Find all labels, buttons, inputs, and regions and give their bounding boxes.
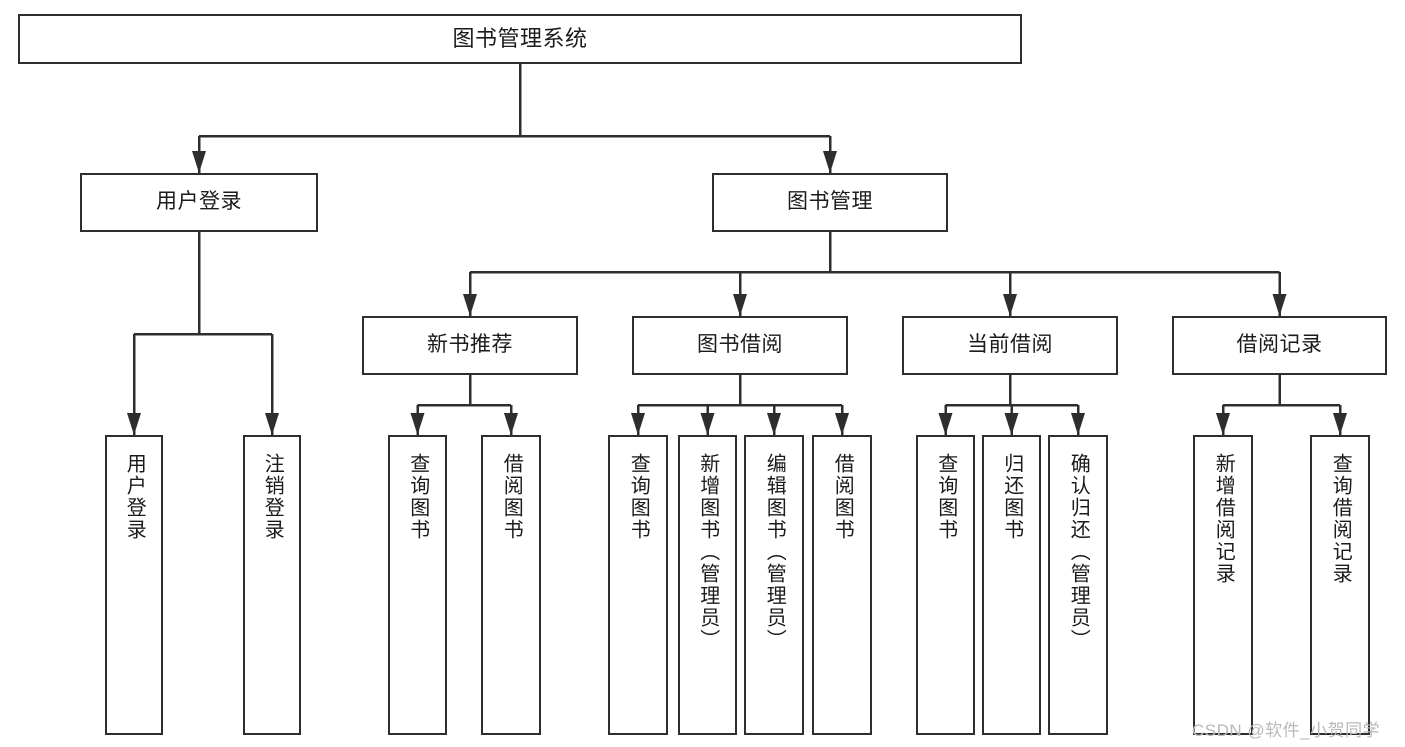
node-label-leaf-edit-book: 编辑图书（管理员） (763, 453, 786, 651)
arrowhead-leaf-borrow-book-1 (504, 413, 518, 435)
node-book-manage[interactable]: 图书管理 (712, 173, 948, 232)
node-label-leaf-user-login: 用户登录 (123, 453, 146, 541)
node-user-login[interactable]: 用户登录 (80, 173, 318, 232)
arrowhead-current-borrow (1003, 294, 1017, 316)
node-label-leaf-add-record: 新增借阅记录 (1212, 453, 1235, 585)
node-leaf-query-book-1[interactable]: 查询图书 (388, 435, 447, 735)
arrowhead-leaf-add-book (700, 413, 715, 435)
arrowhead-leaf-confirm-return (1071, 413, 1085, 435)
arrowhead-book-manage (823, 151, 837, 173)
arrowhead-leaf-edit-book (767, 413, 781, 435)
arrowhead-leaf-return-book (1004, 413, 1019, 435)
node-borrow-record[interactable]: 借阅记录 (1172, 316, 1387, 375)
arrowhead-leaf-query-book-1 (410, 413, 425, 435)
node-label-leaf-query-book-2: 查询图书 (627, 453, 650, 541)
node-leaf-query-book-3[interactable]: 查询图书 (916, 435, 975, 735)
arrowhead-leaf-query-record (1333, 413, 1347, 435)
arrowhead-new-book-rec (463, 294, 477, 316)
node-label-leaf-query-book-1: 查询图书 (406, 453, 429, 541)
node-label-new-book-rec: 新书推荐 (427, 333, 513, 357)
node-label-user-login: 用户登录 (156, 190, 242, 214)
node-label-leaf-confirm-return: 确认归还（管理员） (1067, 453, 1090, 651)
connector-lines (127, 64, 1347, 435)
node-leaf-user-logout[interactable]: 注销登录 (243, 435, 301, 735)
node-leaf-query-book-2[interactable]: 查询图书 (608, 435, 668, 735)
node-label-leaf-return-book: 归还图书 (1000, 453, 1023, 541)
node-new-book-rec[interactable]: 新书推荐 (362, 316, 578, 375)
arrowhead-leaf-borrow-book-2 (835, 413, 849, 435)
arrowhead-leaf-query-book-2 (631, 413, 645, 435)
arrowhead-user-login (192, 151, 206, 173)
node-label-leaf-query-book-3: 查询图书 (934, 453, 957, 541)
node-book-borrow[interactable]: 图书借阅 (632, 316, 848, 375)
arrowhead-leaf-add-record (1216, 413, 1230, 435)
node-root[interactable]: 图书管理系统 (18, 14, 1022, 64)
arrowhead-leaf-user-logout (265, 413, 279, 435)
arrowhead-leaf-user-login (127, 413, 141, 435)
arrowhead-book-borrow (733, 294, 747, 316)
node-label-leaf-borrow-book-1: 借阅图书 (500, 453, 523, 541)
node-leaf-borrow-book-2[interactable]: 借阅图书 (812, 435, 872, 735)
node-leaf-borrow-book-1[interactable]: 借阅图书 (481, 435, 541, 735)
node-label-leaf-user-logout: 注销登录 (261, 453, 284, 541)
node-label-book-manage: 图书管理 (787, 190, 873, 214)
node-label-book-borrow: 图书借阅 (697, 333, 783, 357)
node-label-leaf-add-book: 新增图书（管理员） (696, 453, 719, 651)
node-label-root: 图书管理系统 (452, 26, 588, 52)
node-current-borrow[interactable]: 当前借阅 (902, 316, 1118, 375)
node-label-current-borrow: 当前借阅 (967, 333, 1053, 357)
node-leaf-edit-book[interactable]: 编辑图书（管理员） (744, 435, 804, 735)
arrowhead-leaf-query-book-3 (938, 413, 953, 435)
node-leaf-add-record[interactable]: 新增借阅记录 (1193, 435, 1253, 735)
node-leaf-add-book[interactable]: 新增图书（管理员） (678, 435, 737, 735)
node-leaf-query-record[interactable]: 查询借阅记录 (1310, 435, 1370, 735)
node-leaf-user-login[interactable]: 用户登录 (105, 435, 163, 735)
node-label-leaf-query-record: 查询借阅记录 (1329, 453, 1352, 585)
node-label-borrow-record: 借阅记录 (1236, 333, 1323, 357)
node-label-leaf-borrow-book-2: 借阅图书 (831, 453, 854, 541)
node-leaf-confirm-return[interactable]: 确认归还（管理员） (1048, 435, 1108, 735)
arrowhead-borrow-record (1272, 294, 1287, 316)
node-leaf-return-book[interactable]: 归还图书 (982, 435, 1041, 735)
